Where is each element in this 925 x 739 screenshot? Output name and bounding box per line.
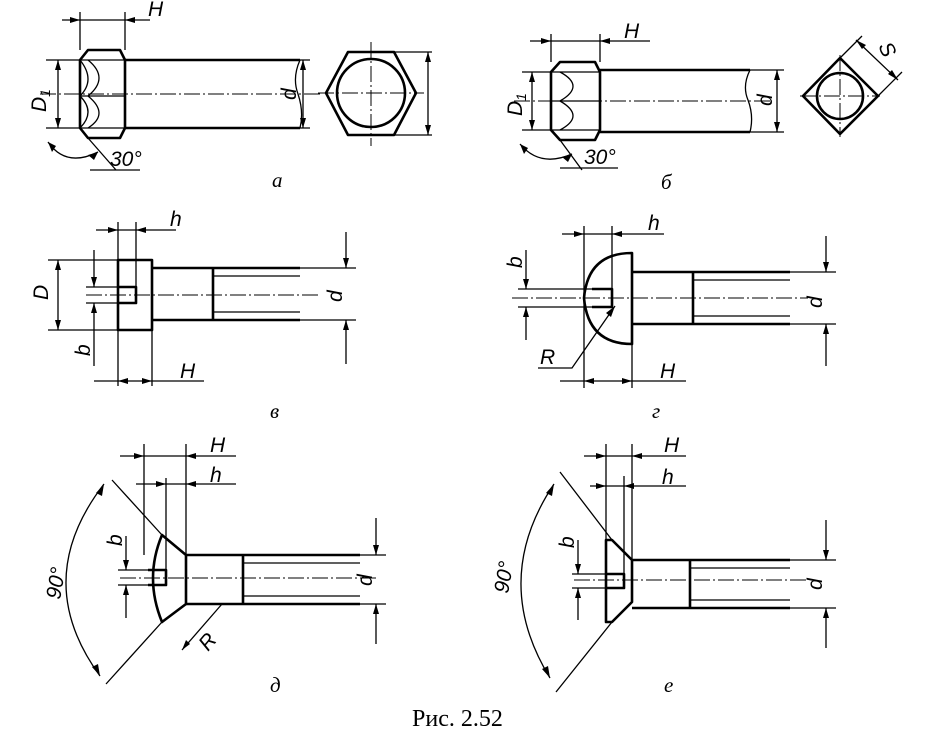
round-screw-outline [512, 251, 808, 346]
raised-countersunk-dimensions: 90° H h b R d [42, 434, 386, 685]
square-bolt-end-view [800, 55, 880, 137]
square-bolt-dimensions: H D1 d S 30° [504, 20, 903, 171]
dim-h-label: h [648, 212, 660, 235]
dim-H-label: H [148, 0, 164, 21]
panel-e-countersunk-screw: 90° H h b d е [490, 434, 836, 697]
raised-countersunk-outline [120, 533, 378, 624]
dim-d-label: d [278, 87, 301, 100]
dim-R-label: R [194, 629, 221, 655]
dim-b-label: b [556, 536, 579, 548]
dim-S-label: S [873, 38, 900, 60]
cylinder-screw-outline [86, 258, 318, 332]
panel-v-cylinder-head-screw: h D b H d в [30, 208, 356, 423]
hex-bolt-side-view [40, 48, 320, 140]
dim-d-label: d [754, 93, 777, 106]
dim-b-label: b [104, 534, 127, 546]
panel-b-caption: б [661, 170, 673, 194]
hex-bolt-end-view [318, 42, 424, 146]
dim-d-label: d [804, 577, 827, 590]
dim-angle-label: 30° [110, 148, 142, 171]
dim-D1-label: D1 [28, 89, 53, 112]
panel-d-raised-countersunk-screw: 90° H h b R d д [42, 434, 386, 697]
dim-H-label: H [660, 360, 676, 383]
dim-angle-label: 30° [584, 146, 616, 169]
dim-H-label: H [624, 20, 640, 43]
dim-d-label: d [804, 295, 827, 308]
countersunk-dimensions: 90° H h b d [490, 434, 836, 693]
panel-d-caption: д [270, 673, 281, 697]
dim-H-label: H [210, 434, 226, 457]
dim-H-label: H [664, 434, 680, 457]
dim-angle-label: 90° [490, 560, 518, 595]
dim-angle-label: 90° [42, 566, 70, 601]
dim-h-label: h [210, 464, 222, 487]
dim-D1-label: D1 [504, 93, 529, 116]
panel-a-caption: а [272, 168, 283, 192]
figure-caption: Рис. 2.52 [412, 706, 503, 732]
dim-R-label: R [540, 346, 555, 369]
dim-h-label: h [170, 208, 182, 231]
dim-H-label: H [180, 360, 196, 383]
panel-v-caption: в [270, 399, 279, 423]
dim-d-label: d [324, 289, 347, 302]
dim-b-label: b [72, 344, 95, 356]
hex-bolt-dimensions: H D1 d 30° [28, 0, 432, 171]
dim-d-label: d [354, 573, 377, 586]
countersunk-outline [574, 538, 808, 624]
cylinder-screw-dimensions: h D b H d [30, 208, 356, 386]
panel-g-caption: г [652, 399, 660, 423]
panel-g-round-head-screw: h b R H d г [504, 212, 836, 423]
panel-e-caption: е [664, 673, 673, 697]
dim-b-label: b [504, 256, 527, 268]
dim-D-label: D [30, 285, 53, 300]
round-screw-dimensions: h b R H d [504, 212, 836, 388]
panel-b-square-bolt: H D1 d S 30° б [504, 20, 903, 194]
panel-a-hex-bolt: H D1 d 30° а [28, 0, 432, 192]
dim-h-label: h [662, 466, 674, 489]
square-bolt-side-view [514, 60, 770, 142]
